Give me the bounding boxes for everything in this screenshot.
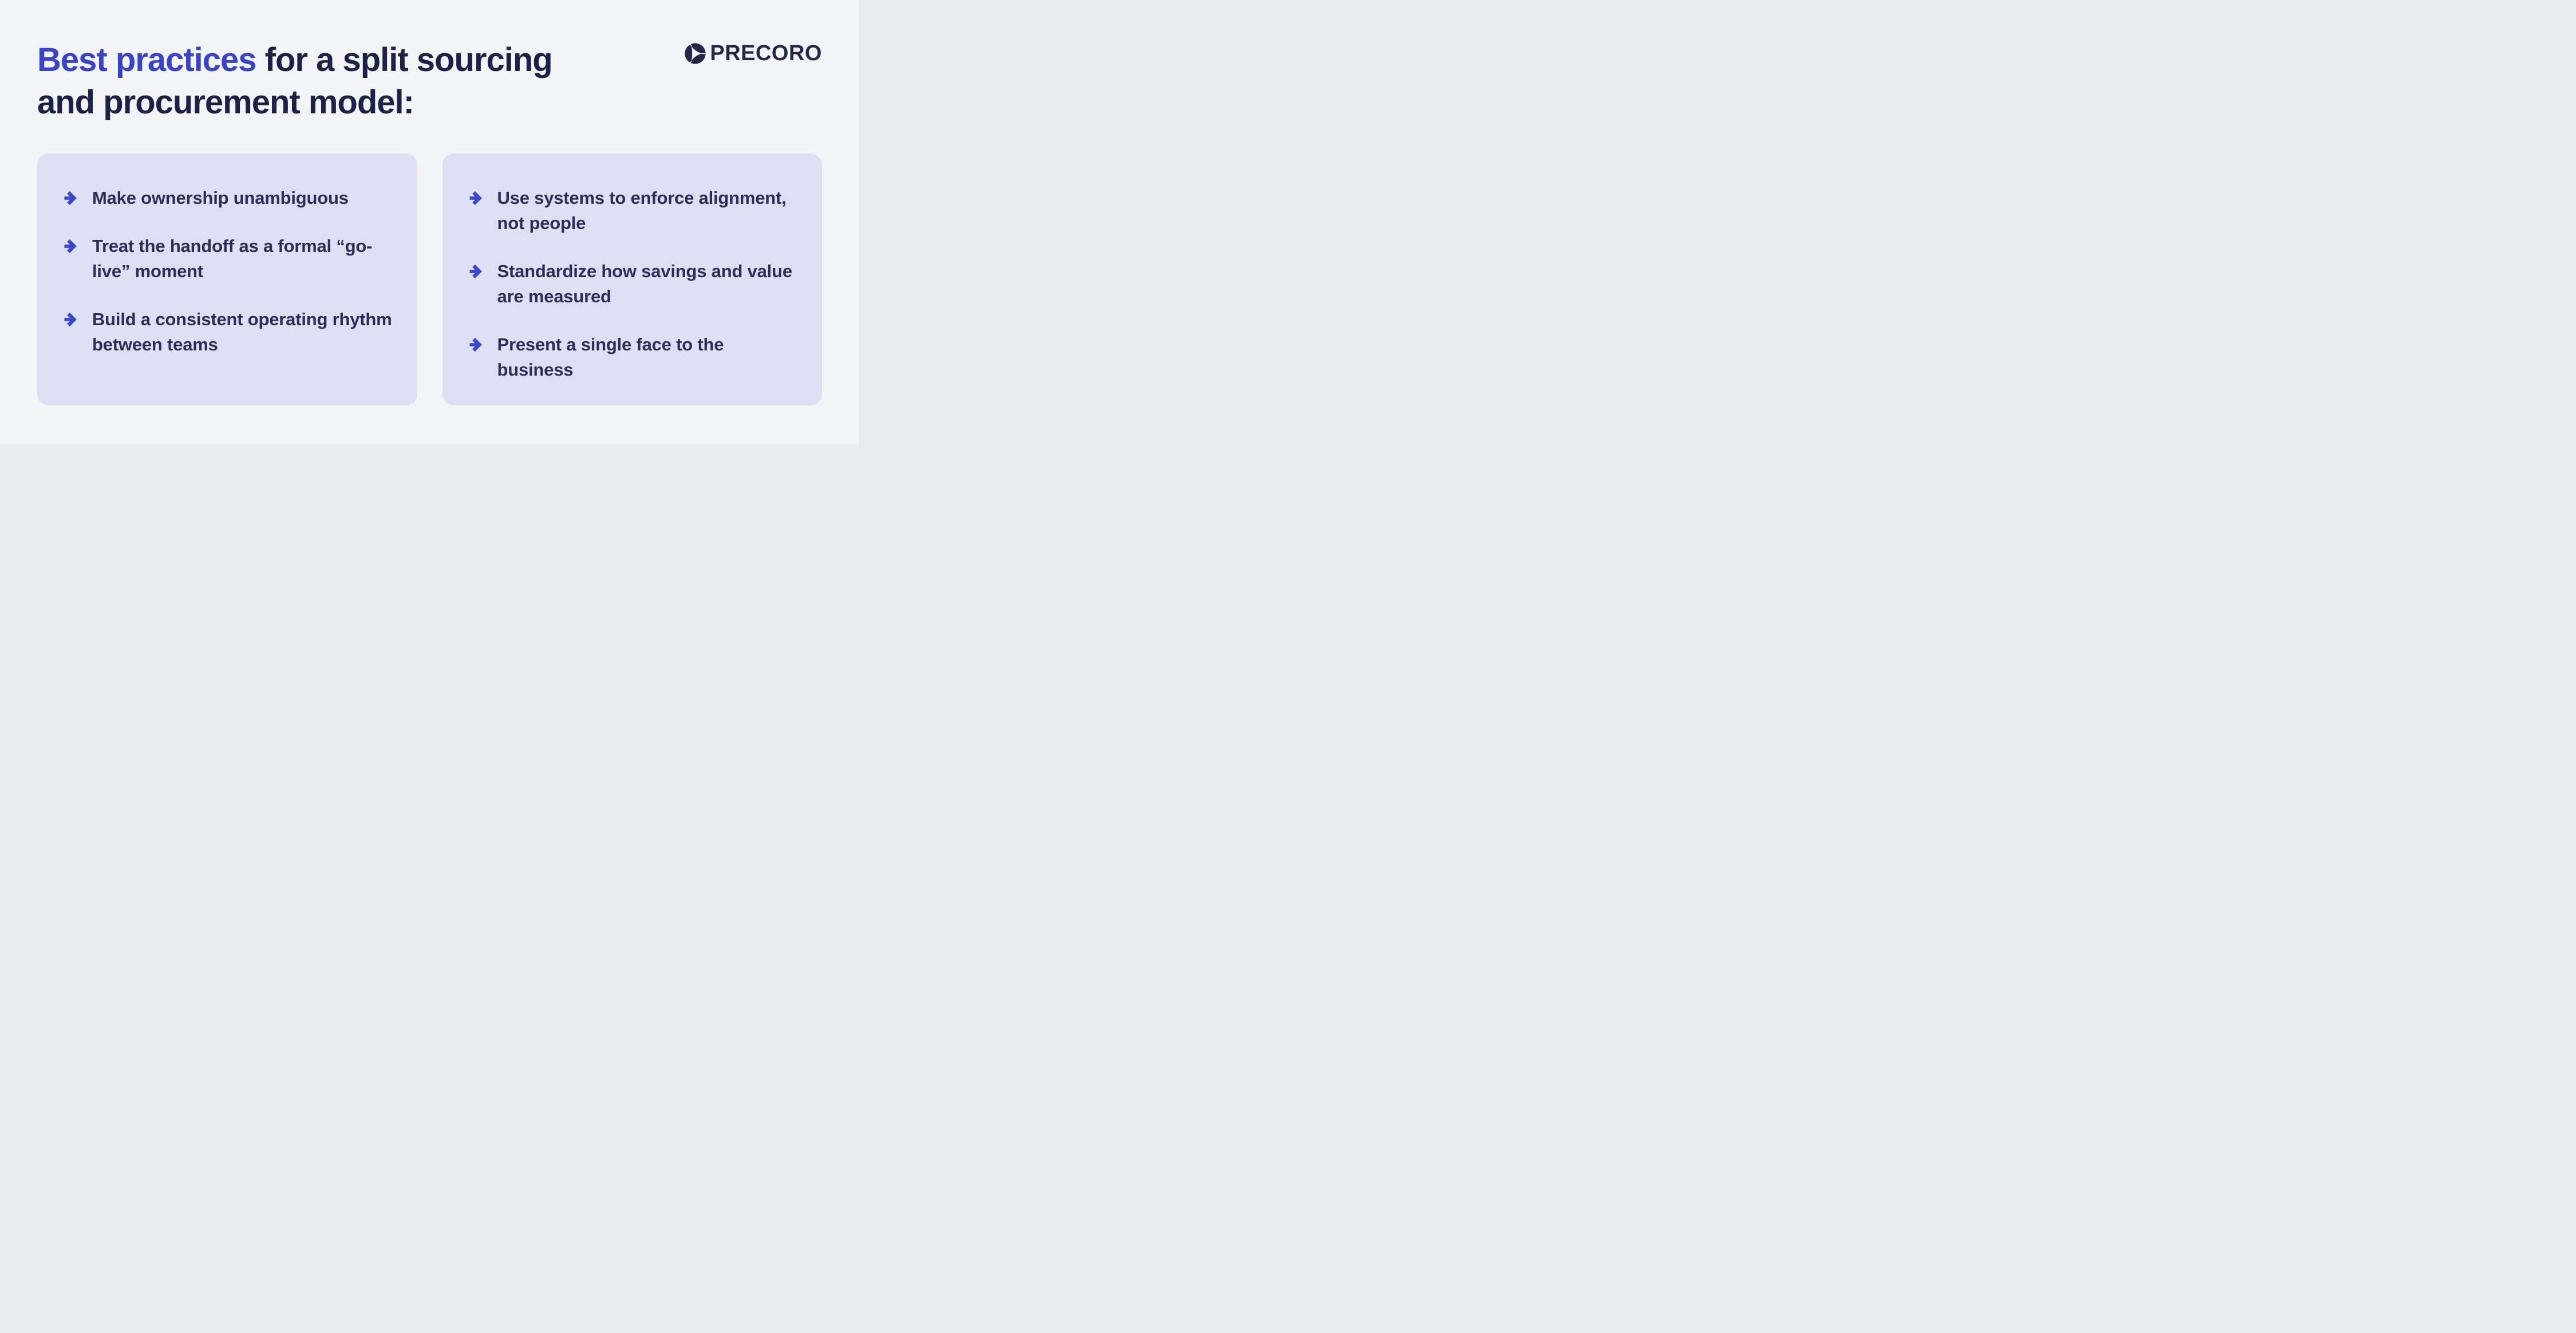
precoro-logo-text: PRECORO [710, 41, 822, 65]
list-item: Build a consistent operating rhythm betw… [64, 307, 392, 357]
best-practices-list-right: Use systems to enforce alignment, not pe… [469, 186, 797, 382]
list-item-text: Present a single face to the business [497, 334, 724, 380]
infographic-page: Best practices for a split sourcing and … [0, 0, 859, 444]
best-practices-list-left: Make ownership unambiguous Treat the han… [64, 186, 392, 357]
title-line-2: and procurement model: [37, 84, 414, 121]
list-item: Treat the handoff as a formal “go-live” … [64, 234, 392, 284]
list-item-text: Use systems to enforce alignment, not pe… [497, 188, 787, 233]
title-rest: for a split sourcing [256, 41, 553, 78]
precoro-logo: PRECORO [685, 41, 822, 66]
list-item: Make ownership unambiguous [64, 186, 392, 211]
list-item-text: Make ownership unambiguous [92, 188, 349, 208]
arrow-right-icon [64, 312, 77, 327]
title-line-1: Best practices for a split sourcing [37, 39, 553, 81]
card-right: Use systems to enforce alignment, not pe… [442, 153, 822, 405]
arrow-right-icon [64, 239, 77, 254]
precoro-logo-icon [685, 43, 706, 64]
arrow-right-icon [64, 191, 77, 206]
list-item-text: Standardize how savings and value are me… [497, 261, 793, 306]
list-item: Present a single face to the business [469, 332, 797, 382]
list-item: Standardize how savings and value are me… [469, 259, 797, 309]
cards-row: Make ownership unambiguous Treat the han… [37, 153, 822, 405]
arrow-right-icon [469, 191, 482, 206]
list-item: Use systems to enforce alignment, not pe… [469, 186, 797, 236]
list-item-text: Build a consistent operating rhythm betw… [92, 309, 392, 354]
arrow-right-icon [469, 264, 482, 279]
title-accent: Best practices [37, 41, 257, 78]
card-left: Make ownership unambiguous Treat the han… [37, 153, 417, 405]
arrow-right-icon [469, 337, 482, 352]
list-item-text: Treat the handoff as a formal “go-live” … [92, 236, 373, 281]
header: Best practices for a split sourcing and … [0, 0, 859, 124]
page-title: Best practices for a split sourcing and … [37, 39, 553, 124]
